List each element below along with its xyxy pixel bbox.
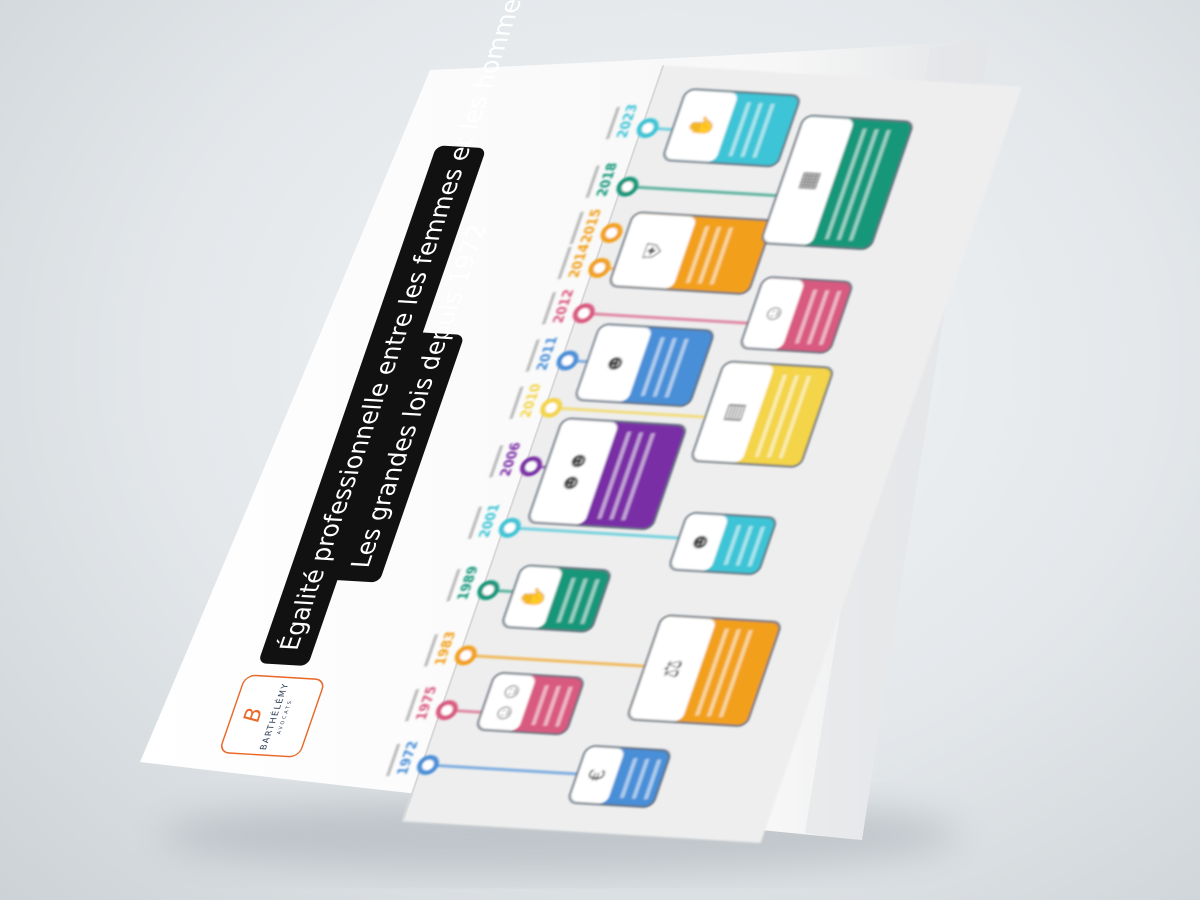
event-card-text <box>643 759 662 800</box>
event-card-text <box>735 525 754 566</box>
event-card-icon-area <box>763 116 853 245</box>
event-date-label <box>509 386 524 419</box>
barthelemy-logo: B BARTHÉLÉMY AVOCATS <box>221 674 324 758</box>
timeline-dot <box>498 517 521 538</box>
timeline-dot <box>417 755 439 775</box>
connector-line <box>627 185 778 198</box>
timeline-dot <box>540 397 563 418</box>
event-card-text <box>555 686 573 727</box>
event-card-icon-area <box>671 513 728 571</box>
event-card-icon-area <box>570 747 624 804</box>
event-date-label <box>386 743 401 777</box>
event-card-icon-area <box>693 362 773 463</box>
event-card-icon-area <box>665 90 737 162</box>
event-date-label <box>423 634 439 667</box>
group-icon: ☻ <box>683 530 715 553</box>
event-card-text <box>597 431 632 519</box>
connector-line <box>465 653 646 668</box>
timeline-dot <box>435 700 458 721</box>
event-card-text <box>621 433 656 521</box>
event-card-text <box>740 102 763 158</box>
event-card-text <box>848 129 891 241</box>
event-card-text <box>531 685 549 726</box>
event-card-text <box>778 375 811 459</box>
event-date-label <box>467 506 483 539</box>
event-card-text <box>619 758 638 799</box>
event-card-text <box>568 578 588 624</box>
event-date-label <box>405 689 420 722</box>
document-icon: ▤ <box>717 402 749 423</box>
event-card-text <box>609 432 644 520</box>
event-date-label <box>585 165 600 198</box>
event-card-text <box>652 337 677 397</box>
event-card-text <box>709 227 734 285</box>
event-card-text <box>556 577 576 623</box>
logo-monogram: B <box>239 707 269 723</box>
event-card-text <box>728 102 752 157</box>
event-date-label <box>569 211 584 245</box>
event-date-label <box>605 106 620 140</box>
report-icon: ▦ <box>792 170 824 191</box>
event-card-text <box>543 685 561 726</box>
timeline-dot <box>520 456 543 477</box>
timeline-dot <box>556 350 579 371</box>
timeline-dot <box>600 223 623 243</box>
event-card-text <box>747 526 766 567</box>
event-card-icon-area <box>743 278 804 349</box>
event-card-text <box>836 129 879 241</box>
connector-line <box>550 406 706 419</box>
event-card-icon-area <box>577 325 651 402</box>
timeline-dot <box>616 176 639 197</box>
event-card-text <box>752 103 775 158</box>
event-card-text <box>631 758 650 799</box>
event-card-icon-area <box>479 674 535 731</box>
subtitle-bar <box>331 332 463 583</box>
event-card-text <box>766 375 800 458</box>
scales-icon: ⚖ <box>656 659 687 679</box>
event-card-icon-area <box>504 566 562 628</box>
event-card-icon-area <box>530 419 618 525</box>
event-card-text <box>580 579 600 624</box>
event-date-label <box>446 569 461 602</box>
event-card-text <box>794 289 818 344</box>
event-date-label <box>557 246 572 280</box>
event-card-text <box>694 628 729 716</box>
event-card-text <box>723 525 742 566</box>
timeline-dot <box>454 645 477 666</box>
event-card-text <box>718 629 753 718</box>
connector-line <box>509 526 680 540</box>
event-card-text <box>806 290 830 345</box>
euro-icon: € <box>582 769 611 782</box>
event-date-label <box>489 445 504 478</box>
title-bar <box>260 145 485 666</box>
event-card-text <box>706 629 741 717</box>
shield-icon: ⛨ <box>638 242 668 260</box>
timeline-dot <box>572 303 595 324</box>
connector-line <box>583 311 749 325</box>
event-card-text <box>685 226 710 284</box>
board-icon: ☻ <box>598 352 630 375</box>
event-date-label <box>541 292 557 325</box>
event-card-icon-area <box>612 213 696 289</box>
person-icon: ☺ <box>757 302 789 325</box>
event-card-icon-area <box>630 616 715 721</box>
timeline-dot <box>636 118 659 139</box>
event-card-text <box>664 338 689 398</box>
event-card-text <box>640 337 665 397</box>
event-card-text <box>818 290 842 346</box>
event-date-label <box>525 339 540 372</box>
timeline-dot <box>477 580 500 601</box>
event-card-text <box>754 374 788 457</box>
event-card-text <box>824 128 867 240</box>
event-card-text <box>697 226 722 284</box>
connector-line <box>427 763 578 776</box>
timeline-dot <box>588 257 611 278</box>
